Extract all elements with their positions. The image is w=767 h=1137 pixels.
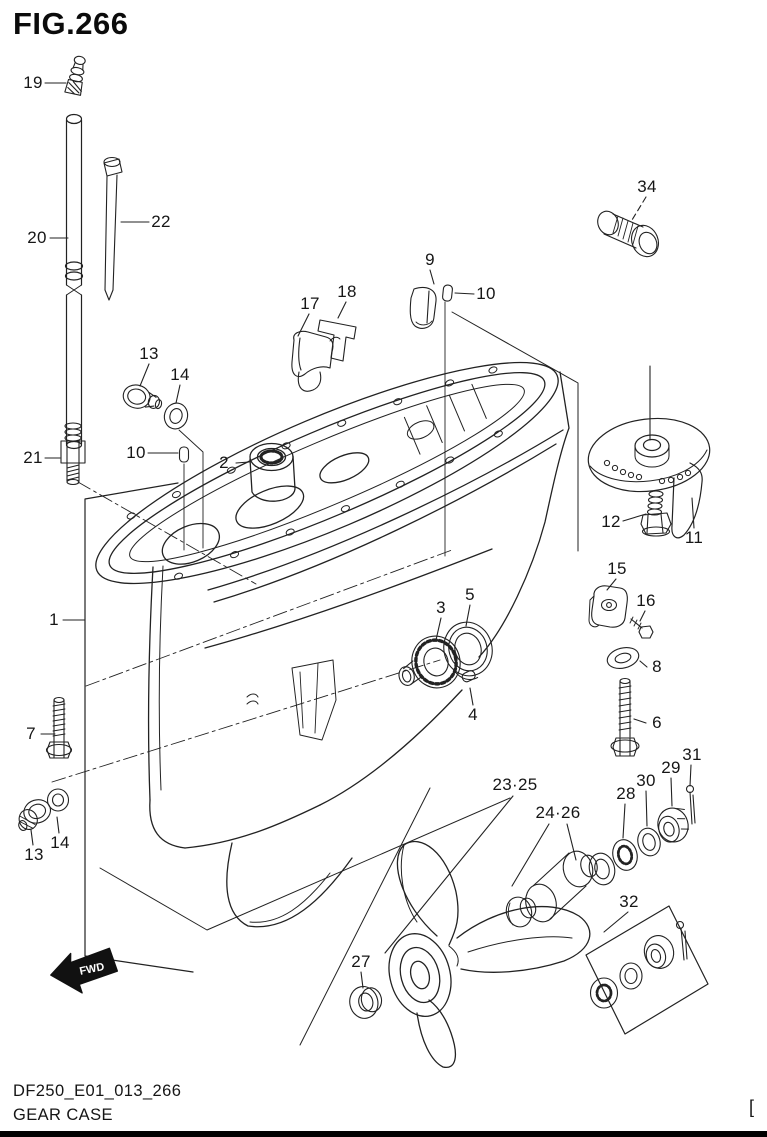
gear-case-body: [95, 361, 570, 928]
callout-6: 6: [652, 713, 662, 732]
callout-14-bottom: 14: [50, 833, 70, 852]
callout-32: 32: [619, 892, 639, 911]
callout-2: 2: [219, 453, 229, 472]
threaded-plug-34: [597, 210, 660, 258]
propeller: [388, 840, 591, 1068]
callout-10-left: 10: [126, 443, 146, 462]
callout-24-26: 24·26: [535, 803, 581, 822]
callout-28: 28: [616, 784, 636, 803]
fwd-arrow-icon: [50, 947, 119, 994]
hardware-kit-32: [585, 905, 709, 1035]
anode-17: [291, 330, 334, 392]
callout-1: 1: [49, 610, 59, 629]
callout-9: 9: [425, 250, 435, 269]
callout-17: 17: [300, 294, 320, 313]
fwd-marker: FWD: [50, 947, 119, 994]
bottom-edge-bar: [0, 1131, 767, 1137]
bearing-race-5: [443, 621, 493, 680]
callout-8: 8: [652, 657, 662, 676]
drawing-code: DF250_E01_013_266: [13, 1082, 182, 1100]
callout-7: 7: [26, 724, 36, 743]
drawing-name: GEAR CASE: [13, 1106, 113, 1124]
drain-plug-bottom: [18, 799, 52, 831]
anode-block-15: [588, 585, 628, 628]
callout-13-top: 13: [139, 344, 159, 363]
corner-bracket: [: [749, 1097, 755, 1117]
dowel-pin-right: [442, 284, 453, 302]
callout-29: 29: [661, 758, 681, 777]
trim-tab-bolt-12: [640, 490, 672, 537]
gasket-top: [163, 402, 189, 430]
pin-4: [461, 670, 476, 683]
callout-4: 4: [468, 705, 478, 724]
prop-cap: [505, 896, 533, 928]
callout-30: 30: [636, 771, 656, 790]
callout-10-right: 10: [476, 284, 496, 303]
callout-23-25: 23·25: [492, 775, 538, 794]
dowel-pin-left: [178, 446, 190, 463]
callout-13-bottom: 13: [24, 845, 44, 864]
callout-5: 5: [465, 585, 475, 604]
bolt-6: [610, 677, 640, 757]
anode-bracket-18: [317, 319, 357, 362]
figure-title: FIG.266: [13, 6, 129, 41]
callout-31: 31: [682, 745, 702, 764]
fwd-label: FWD: [78, 961, 105, 978]
callout-14-top: 14: [170, 365, 190, 384]
bearing-sleeve: [249, 442, 296, 502]
callout-22: 22: [151, 212, 171, 231]
callout-16: 16: [636, 591, 656, 610]
prop-hardware: [505, 784, 696, 928]
callout-12: 12: [601, 512, 621, 531]
grease-nipple: [64, 55, 86, 96]
callout-27: 27: [351, 952, 371, 971]
pinion-bearing-3: [398, 635, 461, 689]
pickup-rod: [103, 156, 123, 301]
leader-lines: [30, 82, 695, 1046]
callout-3: 3: [436, 598, 446, 617]
callout-15: 15: [607, 559, 627, 578]
spacer-27: [349, 985, 383, 1019]
gasket-bottom: [46, 788, 70, 812]
anode-9: [409, 286, 437, 329]
callout-20: 20: [27, 228, 47, 247]
washer-8: [606, 647, 640, 669]
bolt-7: [45, 696, 73, 759]
water-tube: [64, 113, 84, 450]
callout-21: 21: [23, 448, 43, 467]
callout-19: 19: [23, 73, 43, 92]
screw-16: [629, 616, 654, 639]
callout-18: 18: [337, 282, 357, 301]
tube-fitting: [60, 422, 86, 486]
drain-plug-top: [122, 384, 163, 410]
callout-34: 34: [637, 177, 657, 196]
callout-11: 11: [684, 528, 704, 547]
